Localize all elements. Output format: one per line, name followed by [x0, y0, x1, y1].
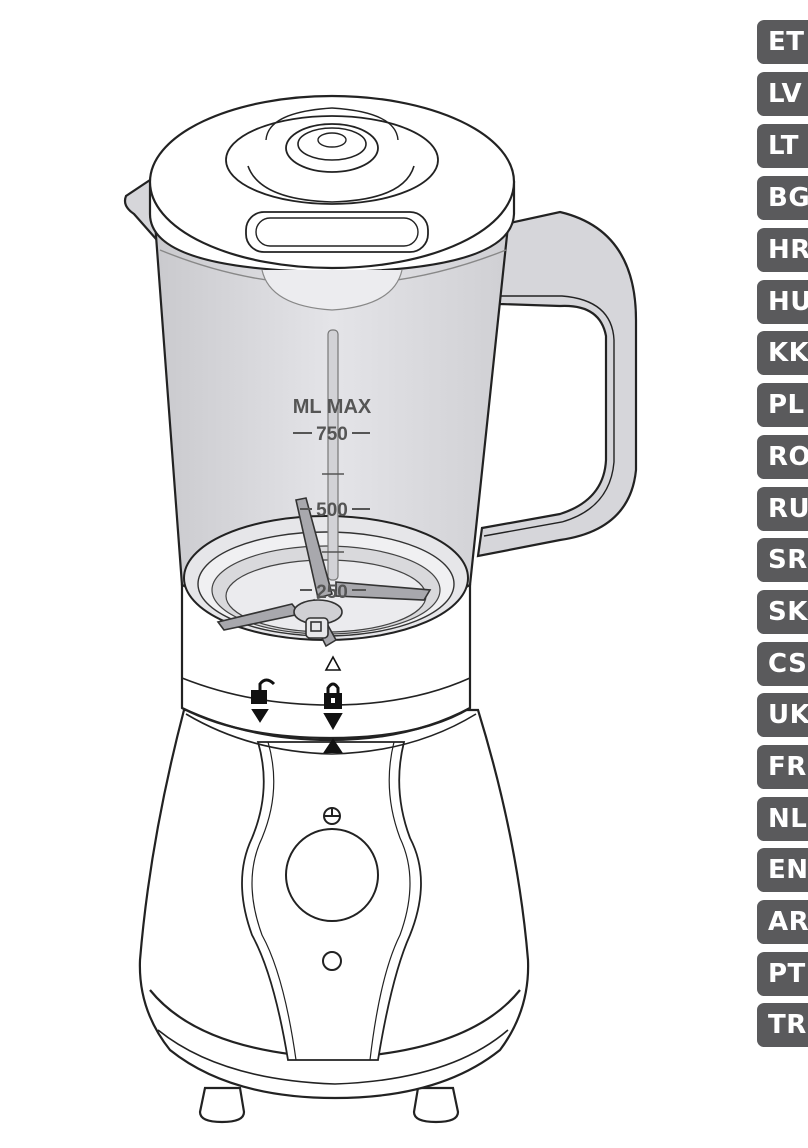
lang-tab-lv[interactable]: LV [757, 72, 808, 116]
lang-tab-pt[interactable]: PT [757, 952, 808, 996]
speed-dial [285, 828, 379, 922]
jug-scale: ML MAX 750 500 250 [293, 396, 372, 603]
alignment-triangle-outline-icon [324, 655, 342, 671]
lang-tab-et[interactable]: ET [757, 20, 808, 64]
lang-tab-kk[interactable]: KK [757, 331, 808, 375]
scale-level-750: 750 [316, 424, 348, 445]
lang-tab-ar[interactable]: AR [757, 900, 808, 944]
alignment-triangle-icon [323, 738, 343, 753]
scale-level-500: 500 [316, 500, 348, 521]
lang-tab-sk[interactable]: SK [757, 590, 808, 634]
lang-tab-sr[interactable]: SR [757, 538, 808, 582]
lang-tab-fr[interactable]: FR [757, 745, 808, 789]
lang-tab-nl[interactable]: NL [757, 797, 808, 841]
power-light-icon [322, 951, 342, 971]
lock-markings [251, 655, 343, 753]
lang-tab-lt[interactable]: LT [757, 124, 808, 168]
lang-tab-hr[interactable]: HR [757, 228, 808, 272]
unlock-icon [251, 678, 276, 723]
lang-tab-ru[interactable]: RU [757, 487, 808, 531]
blender-jug [123, 174, 638, 641]
lock-icon [323, 682, 343, 731]
blender-feet [198, 1086, 460, 1124]
lang-tab-hu[interactable]: HU [757, 280, 808, 324]
lang-tab-tr[interactable]: TR [757, 1003, 808, 1047]
scale-level-250: 250 [316, 582, 348, 603]
lang-tab-en[interactable]: EN [757, 848, 808, 892]
blade-assembly [216, 497, 432, 648]
base-controls [285, 807, 379, 971]
jug-lid [148, 94, 516, 311]
lang-tab-ro[interactable]: RO [757, 435, 808, 479]
lang-tab-cs[interactable]: CS [757, 642, 808, 686]
lang-tab-bg[interactable]: BG [757, 176, 808, 220]
lang-tab-uk[interactable]: UK [757, 693, 808, 737]
jug-lock-icon [310, 621, 322, 632]
scale-max-label: ML MAX [293, 396, 372, 418]
lang-tab-pl[interactable]: PL [757, 383, 808, 427]
